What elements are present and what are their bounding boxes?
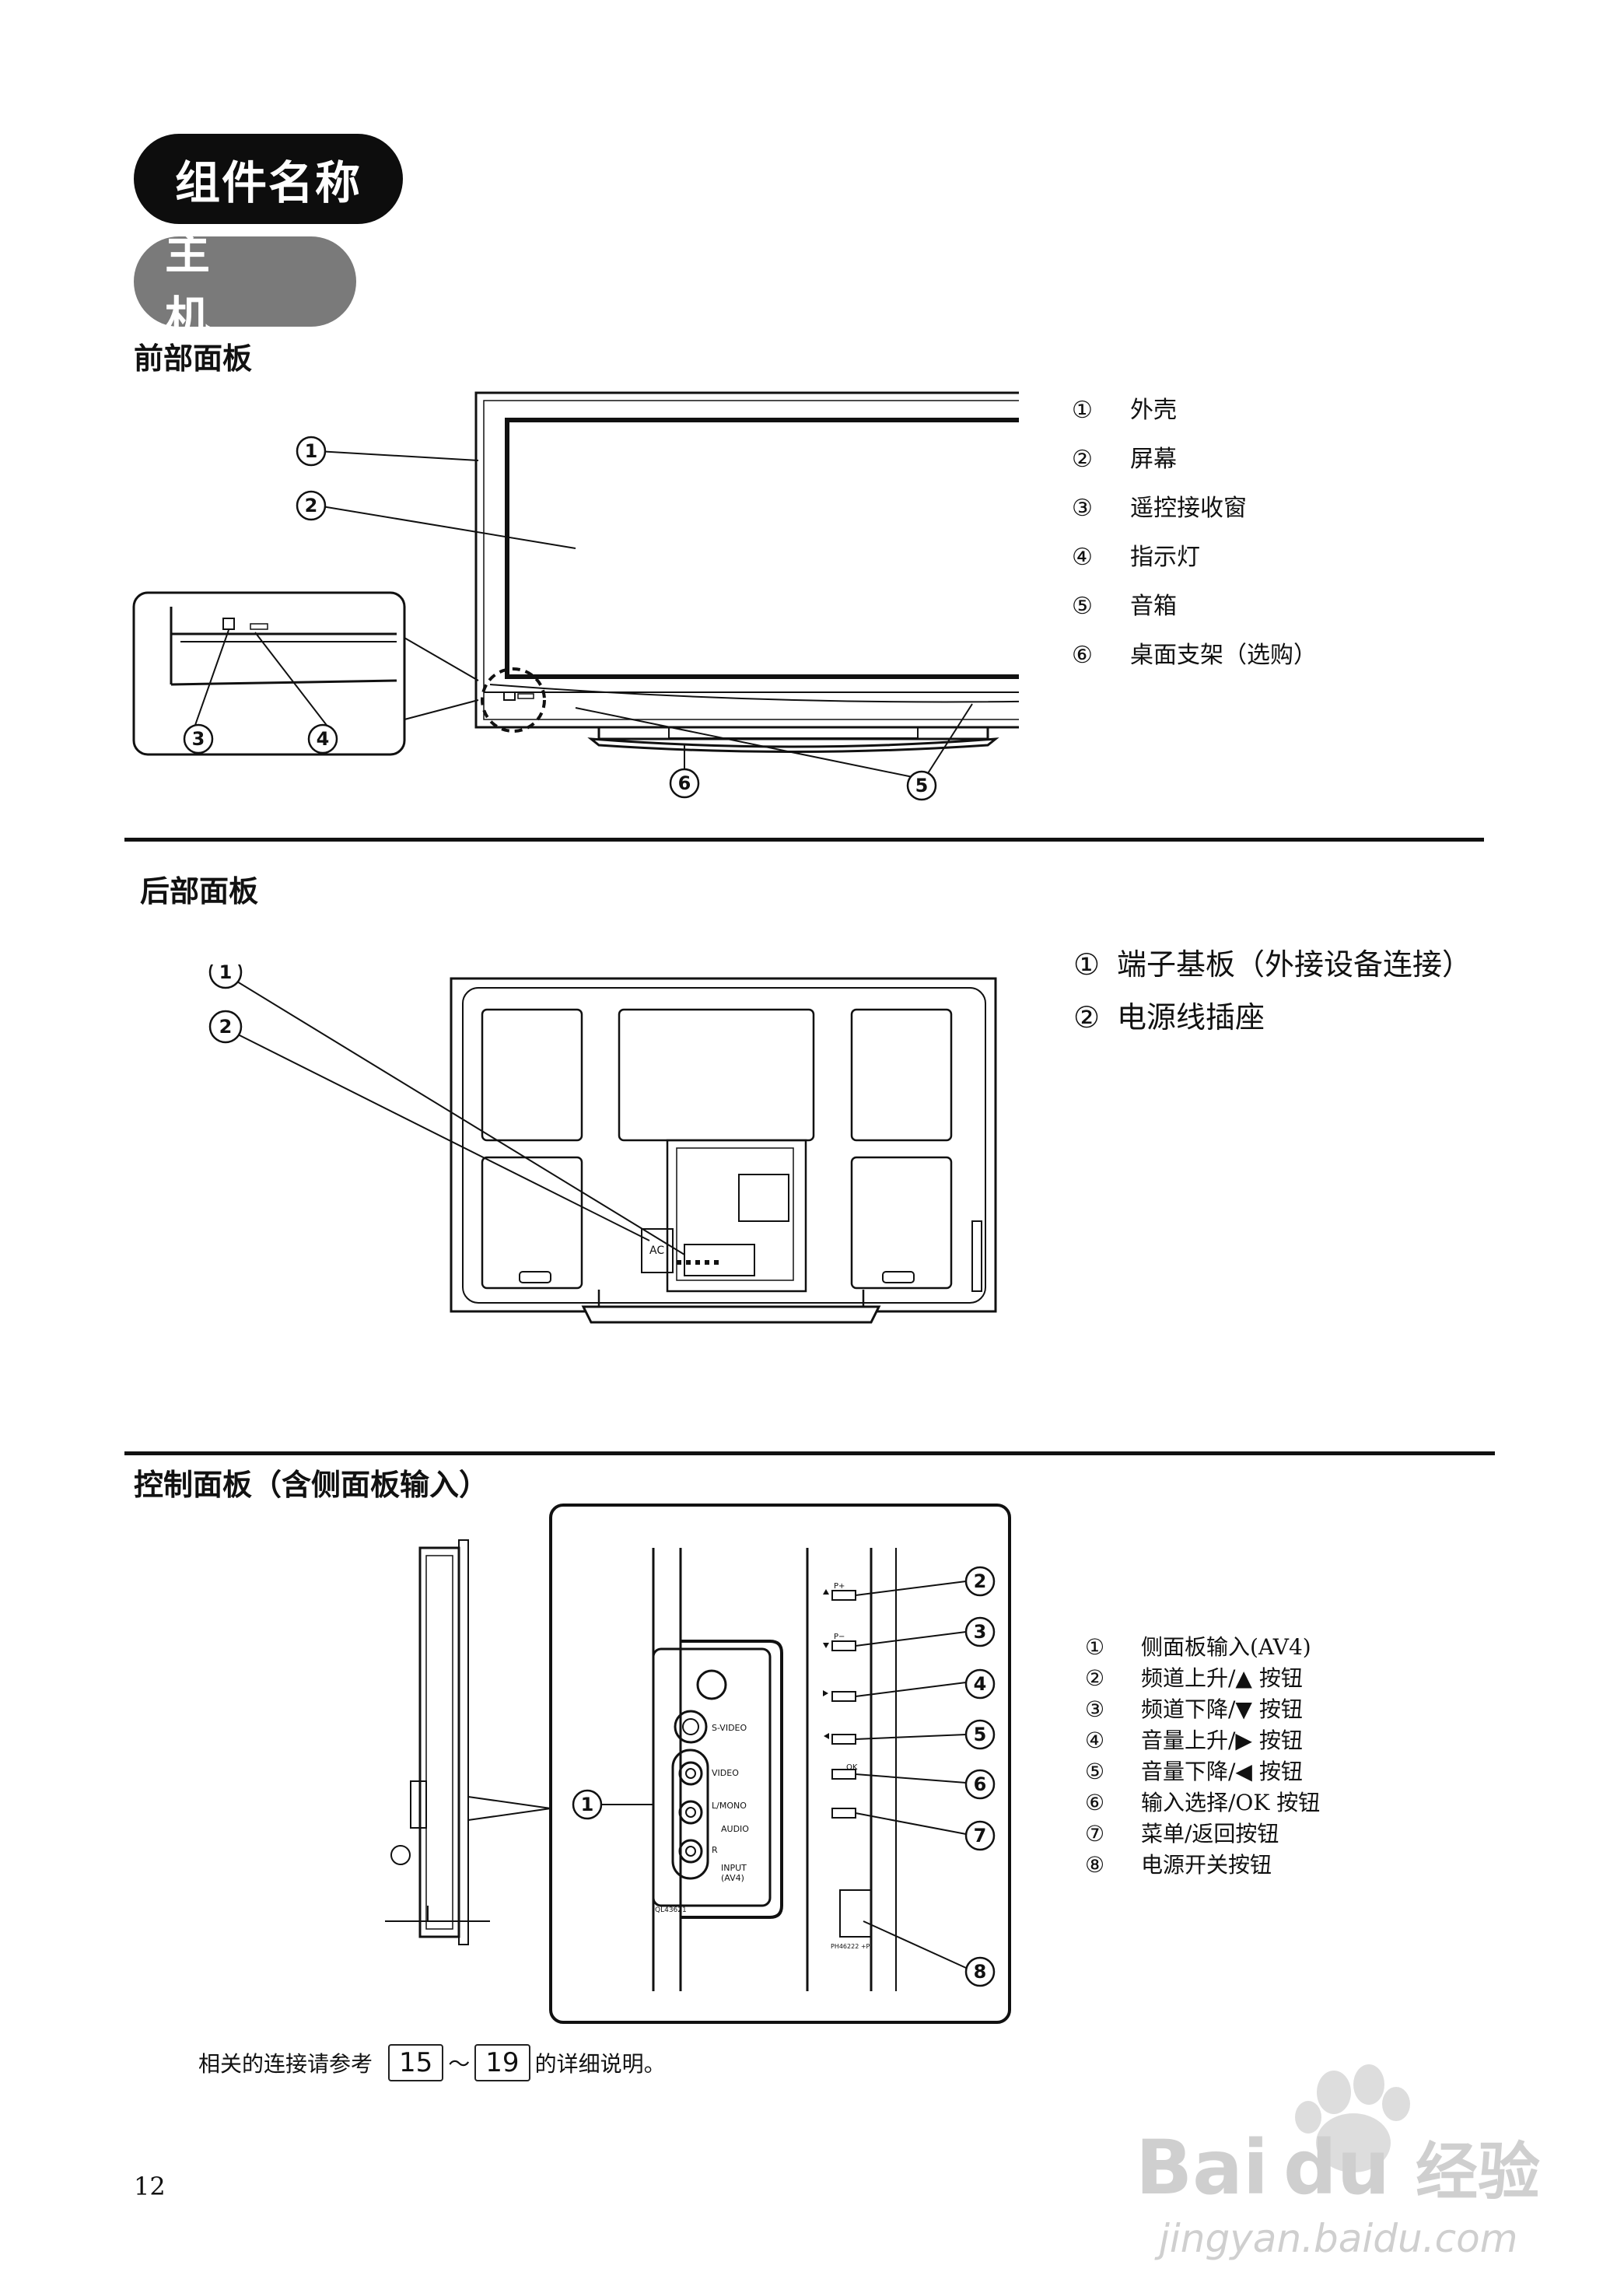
front-callouts (183, 436, 937, 801)
label-av4: (AV4) (721, 1873, 744, 1883)
page-ref-15: 15 (388, 2044, 444, 2081)
page-ref-19: 19 (474, 2044, 530, 2081)
section-divider (124, 838, 1484, 842)
section-title-pill: 组件名称 (134, 134, 403, 224)
control-callout-5: 5 (974, 1724, 987, 1745)
control-callout-1: 1 (581, 1794, 594, 1815)
watermark-brand: Bai (1136, 2124, 1269, 2211)
label-lmono: L/MONO (712, 1801, 747, 1811)
control-callouts (572, 1566, 996, 1987)
watermark-url: jingyan.baidu.com (1154, 2216, 1517, 2261)
control-callout-7: 7 (974, 1825, 987, 1847)
reference-prefix: 相关的连接请参考 (198, 2051, 373, 2077)
control-panel-diagram: S-VIDEO VIDEO L/MONO AUDIO R INPUT (AV4)… (385, 1504, 1011, 2024)
front-callout-6: 6 (678, 772, 691, 794)
label-svideo: S-VIDEO (712, 1723, 747, 1733)
rear-panel-diagram: AC 1 2 (208, 964, 997, 1324)
section-divider (124, 1451, 1495, 1455)
label-ok: OK (846, 1763, 858, 1772)
rear-ac-label: AC (649, 1245, 664, 1257)
front-zoom-inset (132, 591, 479, 756)
watermark-jingyan: 经验 (1416, 2136, 1540, 2208)
control-callout-4: 4 (974, 1673, 987, 1695)
front-panel-diagram: 1 2 3 4 5 6 (132, 391, 1019, 801)
label-video: VIDEO (712, 1768, 739, 1778)
tv-side-view (385, 1539, 551, 1945)
page-number: 12 (134, 2172, 166, 2201)
label-r: R (712, 1845, 718, 1855)
baidu-jingyan-watermark: Bai du 经验 jingyan.baidu.com (1136, 2064, 1540, 2261)
front-callout-3: 3 (192, 728, 205, 750)
reference-tilde: ～ (448, 2051, 471, 2077)
label-power-code: PH46222 +P (831, 1943, 870, 1950)
rear-panel-title: 后部面板 (140, 874, 259, 908)
section-subtitle-pill: 主 机 (134, 226, 356, 345)
tv-rear (450, 977, 997, 1324)
control-callout-8: 8 (974, 1961, 987, 1983)
tv-front (474, 391, 1019, 753)
front-callout-5: 5 (915, 775, 929, 796)
front-callout-1: 1 (305, 440, 318, 462)
control-panel-title: 控制面板（含侧面板输入） (134, 1468, 489, 1502)
front-callout-4: 4 (317, 728, 330, 750)
label-input: INPUT (721, 1863, 747, 1873)
side-input-panel (652, 1548, 783, 1991)
control-callout-6: 6 (974, 1773, 987, 1795)
front-callout-2: 2 (305, 495, 318, 516)
reference-suffix: 的详细说明。 (534, 2051, 666, 2077)
label-p-plus: P+ (834, 1582, 845, 1591)
rear-callout-2: 2 (219, 1016, 233, 1038)
label-p-minus: P− (834, 1633, 845, 1641)
label-model: QL43621 (655, 1906, 687, 1914)
control-zoom-frame (549, 1504, 1011, 2024)
control-callout-3: 3 (974, 1621, 987, 1643)
watermark-brand2: du (1283, 2124, 1390, 2211)
reference-note: 相关的连接请参考 15 ～ 19 的详细说明。 (198, 2044, 666, 2081)
control-callout-2: 2 (974, 1570, 987, 1592)
label-audio: AUDIO (721, 1824, 749, 1834)
rear-callout-1: 1 (219, 964, 233, 983)
front-panel-title: 前部面板 (134, 341, 253, 376)
